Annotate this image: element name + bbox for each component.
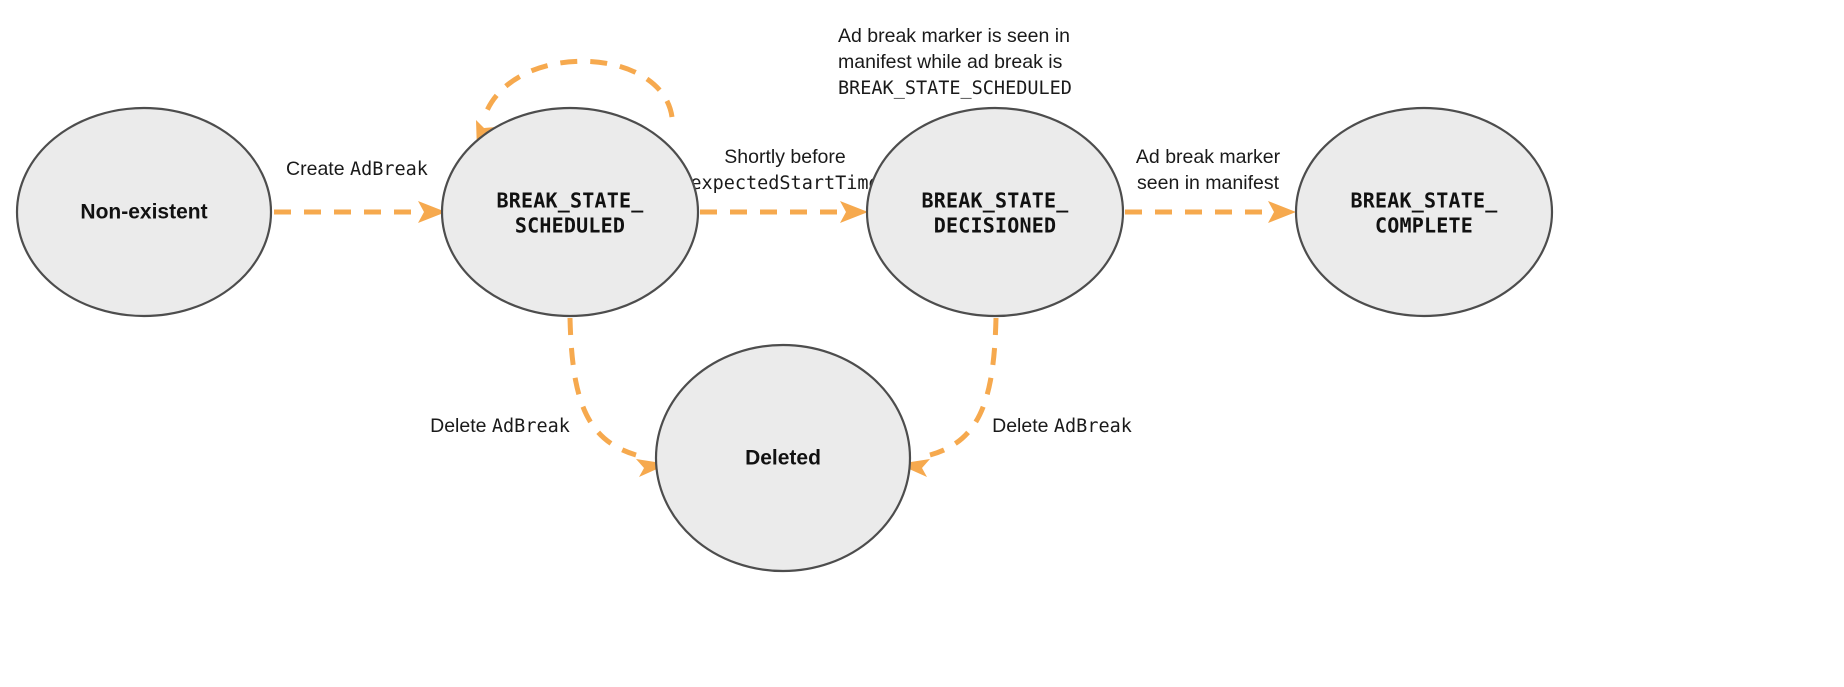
state-node-break-state-decisioned[interactable]: BREAK_STATE_ DECISIONED — [865, 106, 1125, 318]
edge-shortly-before-expected-start-time: Shortly before expectedStartTime — [690, 146, 880, 223]
edge-delete-adbreak-from-scheduled: Delete AdBreak — [430, 317, 668, 477]
state-node-break-state-scheduled[interactable]: BREAK_STATE_ SCHEDULED — [440, 106, 700, 318]
state-node-break-state-complete-label-line1: BREAK_STATE_ — [1351, 189, 1499, 213]
state-node-break-state-complete-shape[interactable] — [1294, 106, 1554, 318]
state-node-deleted[interactable]: Deleted — [654, 343, 912, 573]
state-node-break-state-scheduled-shape[interactable] — [440, 106, 700, 318]
edge-create-adbreak-label: Create AdBreak — [286, 158, 428, 180]
state-node-break-state-decisioned-label-line2: DECISIONED — [934, 214, 1056, 238]
edge-delete-from-decisioned-label-plain: Delete — [992, 415, 1054, 437]
edge-create-adbreak: Create AdBreak — [274, 158, 446, 223]
edge-create-adbreak-label-plain: Create — [286, 158, 350, 180]
edge-create-adbreak-label-mono: AdBreak — [350, 159, 428, 180]
edge-shortly-before-arrowhead — [840, 201, 868, 223]
edge-create-adbreak-arrowhead — [418, 201, 446, 223]
edge-delete-from-scheduled-label-mono: AdBreak — [492, 416, 570, 437]
edge-ad-break-marker-seen-in-manifest: Ad break marker seen in manifest — [1125, 146, 1296, 223]
edge-shortly-before-label-line2: expectedStartTime — [690, 173, 879, 194]
state-node-non-existent[interactable]: Non-existent — [15, 106, 273, 318]
edge-delete-from-scheduled-label: Delete AdBreak — [430, 415, 570, 437]
state-node-break-state-decisioned-label-line1: BREAK_STATE_ — [922, 189, 1070, 213]
edge-self-loop-label-line2: manifest while ad break is — [838, 51, 1063, 73]
edge-delete-from-decisioned-line — [929, 317, 999, 458]
edge-shortly-before-label-line1: Shortly before — [724, 146, 845, 168]
state-node-non-existent-label: Non-existent — [80, 201, 207, 224]
edge-marker-seen-label-line1: Ad break marker — [1136, 146, 1281, 168]
edge-delete-from-scheduled-line — [567, 317, 637, 458]
state-node-deleted-label: Deleted — [745, 447, 821, 470]
state-node-break-state-scheduled-label-line2: SCHEDULED — [515, 214, 625, 238]
edge-marker-seen-label-line2: seen in manifest — [1137, 172, 1280, 194]
edge-delete-from-decisioned-label-mono: AdBreak — [1054, 416, 1132, 437]
state-node-deleted-shape[interactable] — [654, 343, 912, 573]
state-node-break-state-complete-label-line2: COMPLETE — [1375, 214, 1473, 238]
edge-delete-adbreak-from-decisioned: Delete AdBreak — [898, 317, 1132, 477]
edge-delete-from-decisioned-label: Delete AdBreak — [992, 415, 1132, 437]
edge-self-loop-label-line1: Ad break marker is seen in — [838, 25, 1070, 47]
edge-delete-from-scheduled-label-plain: Delete — [430, 415, 492, 437]
edge-self-loop-label-line3: BREAK_STATE_SCHEDULED — [838, 78, 1072, 99]
state-node-break-state-scheduled-label-line1: BREAK_STATE_ — [497, 189, 645, 213]
state-node-break-state-decisioned-shape[interactable] — [865, 106, 1125, 318]
state-node-non-existent-shape[interactable] — [15, 106, 273, 318]
edge-marker-seen-arrowhead — [1268, 201, 1296, 223]
state-node-break-state-complete[interactable]: BREAK_STATE_ COMPLETE — [1294, 106, 1554, 318]
edge-ad-break-marker-seen-self-loop: Ad break marker is seen in manifest whil… — [476, 25, 1072, 151]
